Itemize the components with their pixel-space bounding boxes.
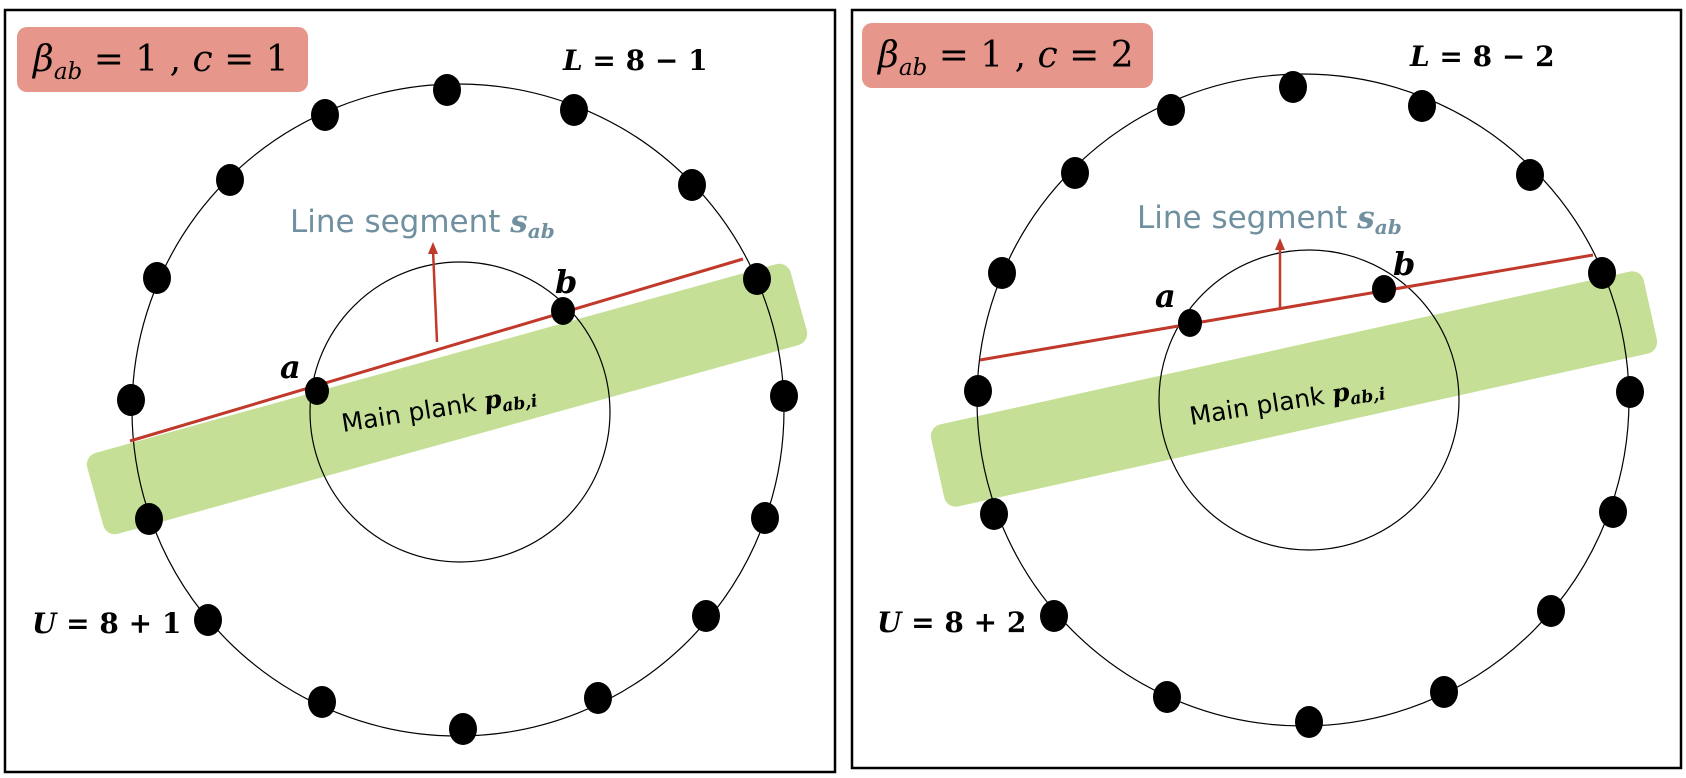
line-segment	[979, 253, 1594, 362]
point	[1040, 600, 1068, 632]
segment-label: Line segment sab	[1137, 200, 1402, 239]
point	[1599, 496, 1627, 528]
inner-circle	[309, 261, 611, 563]
U-label: U = 8 + 1	[32, 607, 181, 640]
point	[216, 164, 244, 196]
point	[1408, 90, 1436, 122]
point	[308, 686, 336, 718]
point-a	[305, 377, 329, 405]
point	[692, 600, 720, 632]
point-b	[551, 297, 575, 325]
point	[678, 169, 706, 201]
point-a	[1178, 309, 1202, 337]
point	[117, 384, 145, 416]
point	[1588, 257, 1616, 289]
point	[143, 262, 171, 294]
point	[743, 263, 771, 295]
panel-c2: βab = 1 , c = 2 L = 8 − 2 U = 8 + 2 Line…	[850, 8, 1683, 770]
point-b-label: b	[1393, 245, 1415, 283]
point-a-label: a	[1155, 277, 1176, 315]
arrow-head	[1275, 238, 1285, 250]
panel-c1: βab = 1 , c = 1 L = 8 − 1 U = 8 + 1 Line…	[3, 8, 837, 774]
L-label: L = 8 − 1	[562, 44, 708, 77]
outer-points	[964, 71, 1644, 738]
point	[988, 257, 1016, 289]
segment-arrow	[431, 249, 439, 343]
outer-points	[117, 74, 798, 745]
point	[980, 498, 1008, 530]
point	[964, 375, 992, 407]
point	[751, 502, 779, 534]
point	[433, 74, 461, 106]
segment-label: Line segment sab	[290, 204, 555, 243]
point	[194, 604, 222, 636]
arrow-head	[428, 242, 438, 254]
point	[770, 380, 798, 412]
point	[1430, 676, 1458, 708]
param-badge	[862, 23, 1153, 88]
main-plank	[86, 263, 808, 535]
point	[1537, 595, 1565, 627]
point	[135, 503, 163, 535]
point	[1295, 706, 1323, 738]
point	[1061, 157, 1089, 189]
line-segment	[129, 257, 744, 443]
point	[449, 713, 477, 745]
inner-circle	[1158, 249, 1460, 551]
badge-text: βab = 1 , c = 1	[31, 39, 289, 85]
badge-text: βab = 1 , c = 2	[876, 35, 1134, 81]
point	[1157, 94, 1185, 126]
main-plank	[930, 271, 1658, 507]
point	[311, 99, 339, 131]
point-a-label: a	[280, 348, 301, 386]
point	[1616, 376, 1644, 408]
point-b	[1372, 275, 1396, 303]
U-label: U = 8 + 2	[877, 606, 1026, 639]
point	[1516, 159, 1544, 191]
param-badge	[17, 27, 308, 92]
point	[560, 94, 588, 126]
L-label: L = 8 − 2	[1409, 40, 1555, 73]
point	[1153, 681, 1181, 713]
point-b-label: b	[555, 263, 577, 301]
point	[1279, 71, 1307, 103]
point	[584, 682, 612, 714]
